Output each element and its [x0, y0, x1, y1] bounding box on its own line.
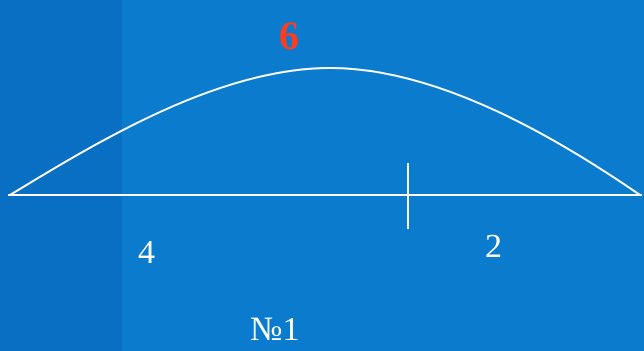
right-segment-label: 2	[485, 228, 502, 265]
background-left-panel	[0, 0, 122, 351]
total-arc	[9, 66, 641, 196]
left-segment-label: 4	[138, 234, 155, 271]
problem-number-label: №1	[250, 311, 300, 348]
background-main-panel	[122, 0, 644, 351]
total-length-label: 6	[279, 13, 299, 58]
